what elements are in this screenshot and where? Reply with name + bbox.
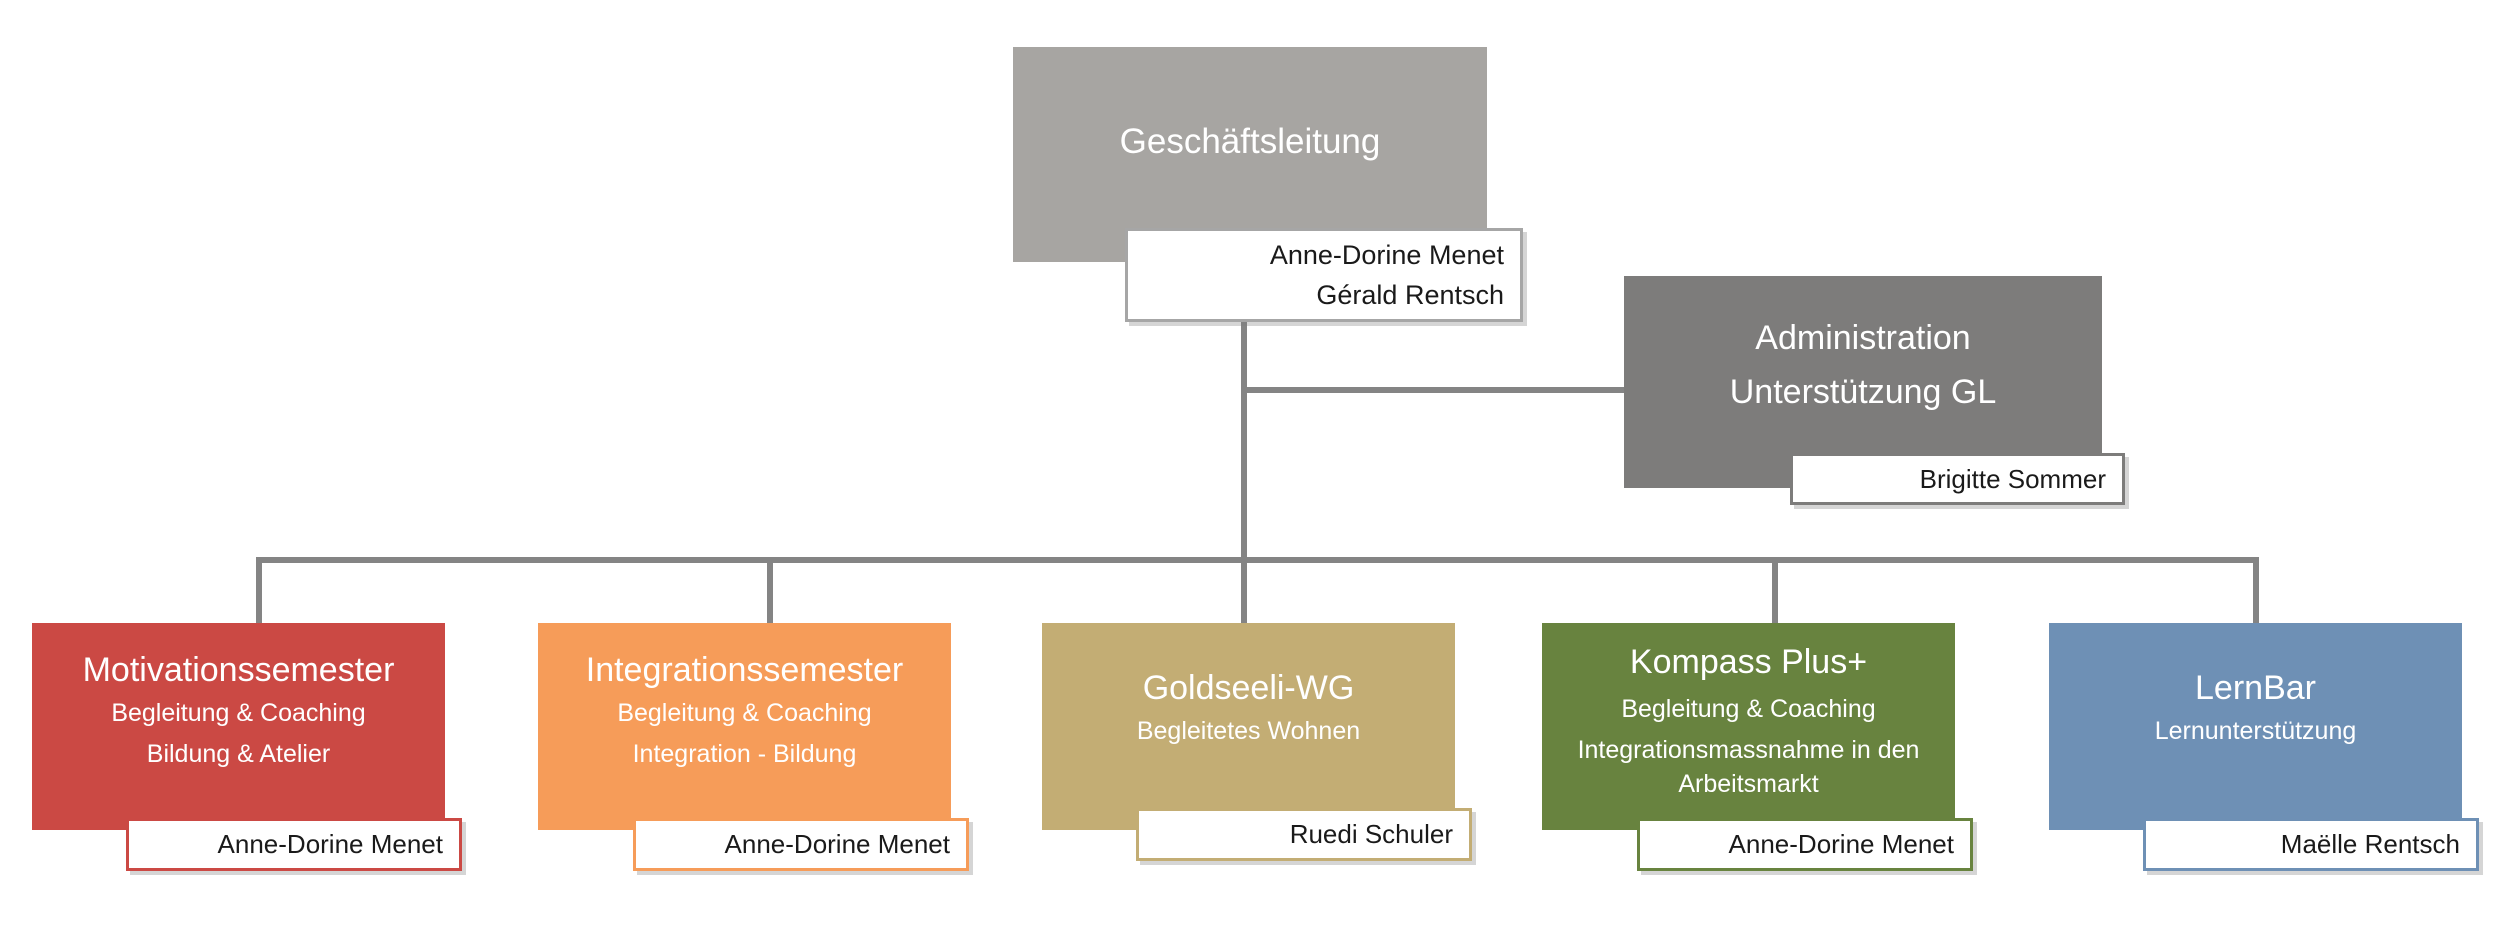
node-subtitle: Integration - Bildung: [632, 740, 857, 768]
node-title: Administration: [1755, 319, 1971, 357]
nameplate-administration: Brigitte Sommer: [1790, 453, 2125, 505]
node-subtitle: Begleitetes Wohnen: [1136, 717, 1361, 745]
connector-departments-bar: [256, 557, 2259, 563]
connector-root-vertical: [1241, 320, 1247, 630]
connector-drop-lernbar: [2253, 557, 2259, 625]
lead-name: Gérald Rentsch: [1316, 280, 1504, 310]
node-title: Kompass Plus+: [1629, 643, 1868, 681]
nameplate-goldseeli-wg: Ruedi Schuler: [1136, 808, 1472, 861]
node-subtitle: Bildung & Atelier: [146, 740, 331, 768]
node-title: Integrationssemester: [585, 651, 904, 689]
node-integrationssemester: Integrationssemester Begleitung & Coachi…: [538, 623, 951, 830]
node-title: Goldseeli-WG: [1142, 669, 1355, 707]
connector-drop-kompass-plus: [1772, 557, 1778, 625]
nameplate-lernbar: Maëlle Rentsch: [2143, 818, 2479, 871]
node-subtitle: Begleitung & Coaching: [617, 699, 872, 727]
node-administration: Administration Unterstützung GL: [1624, 276, 2102, 488]
node-subtitle: Lernunterstützung: [2154, 717, 2357, 745]
lead-name: Anne-Dorine Menet: [724, 829, 950, 859]
lead-name: Ruedi Schuler: [1289, 819, 1453, 849]
node-subtitle: Begleitung & Coaching: [111, 699, 366, 727]
connector-to-administration: [1241, 387, 1627, 393]
node-title: LernBar: [2195, 669, 2316, 707]
node-subtitle: Integrationsmassnahme in den Arbeitsmark…: [1577, 736, 1920, 798]
node-title: Geschäftsleitung: [1119, 121, 1381, 161]
connector-drop-motivationssemester: [256, 557, 262, 625]
connector-drop-integrationssemester: [767, 557, 773, 625]
node-subtitle: Begleitung & Coaching: [1621, 695, 1876, 723]
node-kompass-plus: Kompass Plus+ Begleitung & Coaching Inte…: [1542, 623, 1955, 830]
node-title: Unterstützung GL: [1729, 373, 1997, 411]
lead-name: Anne-Dorine Menet: [1728, 829, 1954, 859]
node-title: Motivationssemester: [82, 651, 395, 689]
node-motivationssemester: Motivationssemester Begleitung & Coachin…: [32, 623, 445, 830]
lead-name: Anne-Dorine Menet: [1269, 240, 1504, 270]
nameplate-kompass-plus: Anne-Dorine Menet: [1637, 818, 1973, 871]
lead-name: Brigitte Sommer: [1919, 463, 2106, 494]
nameplate-geschaeftsleitung: Anne-Dorine Menet Gérald Rentsch: [1125, 228, 1523, 322]
node-goldseeli-wg: Goldseeli-WG Begleitetes Wohnen: [1042, 623, 1455, 830]
lead-name: Anne-Dorine Menet: [217, 829, 443, 859]
nameplate-motivationssemester: Anne-Dorine Menet: [126, 818, 462, 871]
nameplate-integrationssemester: Anne-Dorine Menet: [633, 818, 969, 871]
node-lernbar: LernBar Lernunterstützung: [2049, 623, 2462, 830]
node-geschaeftsleitung: Geschäftsleitung: [1013, 47, 1487, 262]
lead-name: Maëlle Rentsch: [2280, 829, 2460, 859]
